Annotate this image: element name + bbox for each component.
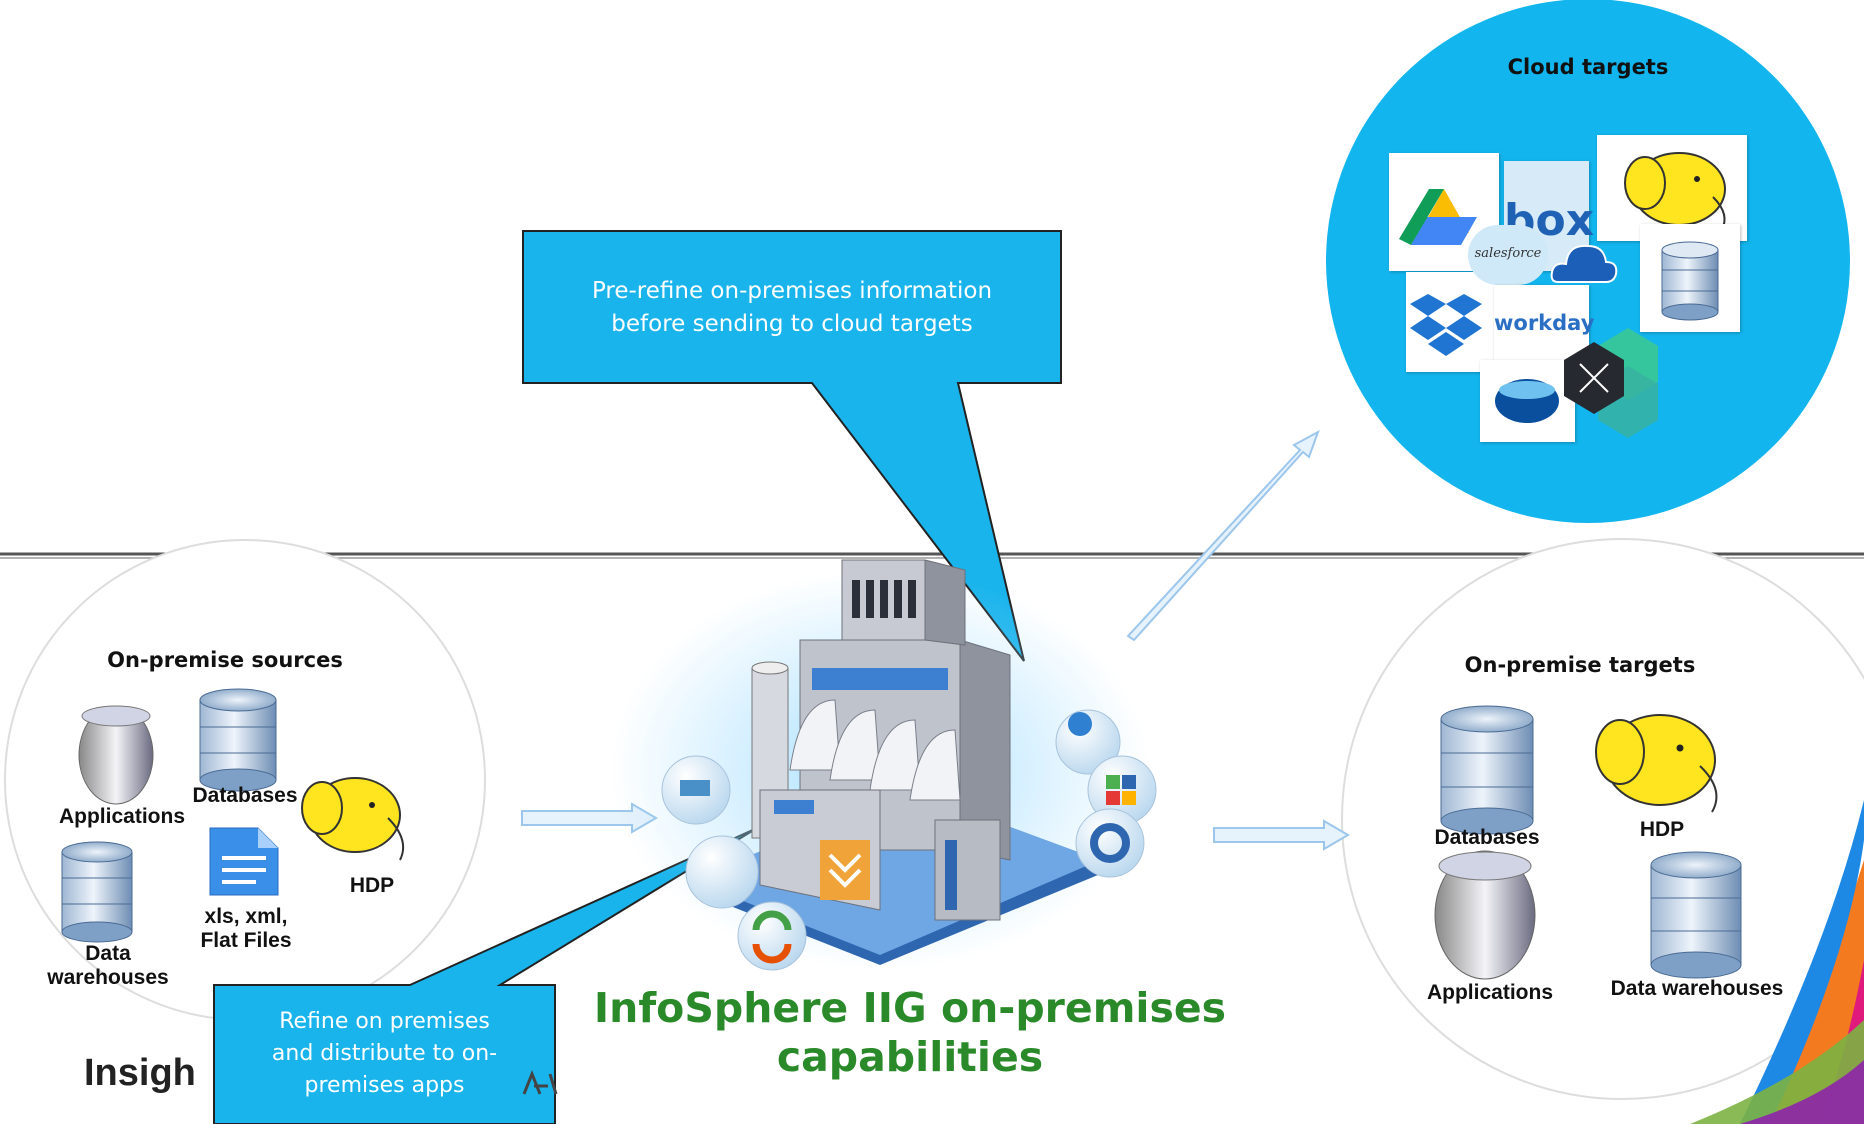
- hub-title-line-2: capabilities: [776, 1033, 1044, 1082]
- source-dw-line-1: Data: [85, 942, 131, 965]
- source-applications-label: Applications: [58, 805, 185, 828]
- bluemix-logo: [1480, 360, 1575, 442]
- source-databases-icon: [199, 688, 277, 792]
- targets-title: On-premise targets: [1464, 653, 1696, 677]
- source-databases-label: Databases: [192, 784, 298, 807]
- callout-bottom-line-3: premises apps: [304, 1072, 465, 1098]
- source-files-line-2: Flat Files: [200, 929, 292, 953]
- callout-top: [522, 230, 1062, 662]
- source-hdp-label: HDP: [349, 874, 395, 897]
- callout-top-line-1: Pre-refine on-premises information: [591, 278, 993, 304]
- workday-logo: workday: [1494, 285, 1594, 365]
- factory-icon: [610, 559, 1157, 971]
- callout-top-line-2: before sending to cloud targets: [611, 311, 973, 338]
- corner-ribbon-decoration: [1690, 800, 1864, 1124]
- source-dw-line-2: warehouses: [47, 966, 169, 990]
- source-files-icon: [209, 827, 279, 896]
- dropbox-logo: [1406, 272, 1496, 372]
- arrow-hub-to-targets: [1213, 819, 1350, 851]
- salesforce-logo: salesforce: [1468, 225, 1548, 285]
- target-hdp-elephant-icon: [1595, 714, 1718, 813]
- source-hdp-elephant-icon: [301, 777, 404, 861]
- arrow-hub-to-cloud: [1126, 429, 1320, 642]
- hex-cube-logo: [1550, 320, 1660, 440]
- insight-logo: Insigh: [84, 1052, 196, 1094]
- target-hdp-label: HDP: [1639, 818, 1685, 841]
- callout-bottom-text: Refine on premises and distribute to on-…: [214, 1006, 555, 1102]
- target-data-warehouses-label: Data warehouses: [1610, 977, 1784, 1000]
- target-data-warehouses-icon: [1650, 851, 1742, 979]
- callout-bottom-line-1: Refine on premises: [279, 1009, 490, 1034]
- source-data-warehouses-icon: [61, 841, 133, 943]
- hub-title: InfoSphere IIG on-premises capabilities: [560, 984, 1260, 1082]
- target-databases-icon: [1440, 705, 1534, 835]
- sources-title: On-premise sources: [107, 648, 343, 672]
- source-data-warehouses-label: Data warehouses: [38, 942, 178, 990]
- onedrive-logo: [1548, 232, 1620, 292]
- callout-top-text: Pre-refine on-premises information befor…: [523, 275, 1061, 342]
- cloud-targets-title: Cloud targets: [1507, 55, 1669, 79]
- source-files-line-1: xls, xml,: [204, 905, 288, 928]
- hub-title-line-1: InfoSphere IIG on-premises: [593, 984, 1227, 1032]
- database-logo: [1640, 224, 1740, 332]
- source-files-label: xls, xml, Flat Files: [186, 905, 306, 953]
- target-applications-label: Applications: [1426, 981, 1553, 1004]
- callout-bottom-line-2: and distribute to on-: [271, 1040, 498, 1066]
- target-applications-icon: [1434, 850, 1536, 980]
- insight-logo-mark: [520, 1069, 560, 1098]
- source-applications-icon: [78, 705, 154, 805]
- targets-circle: [1341, 538, 1864, 1100]
- target-databases-label: Databases: [1434, 826, 1540, 849]
- hadoop-elephant-logo: [1597, 135, 1747, 241]
